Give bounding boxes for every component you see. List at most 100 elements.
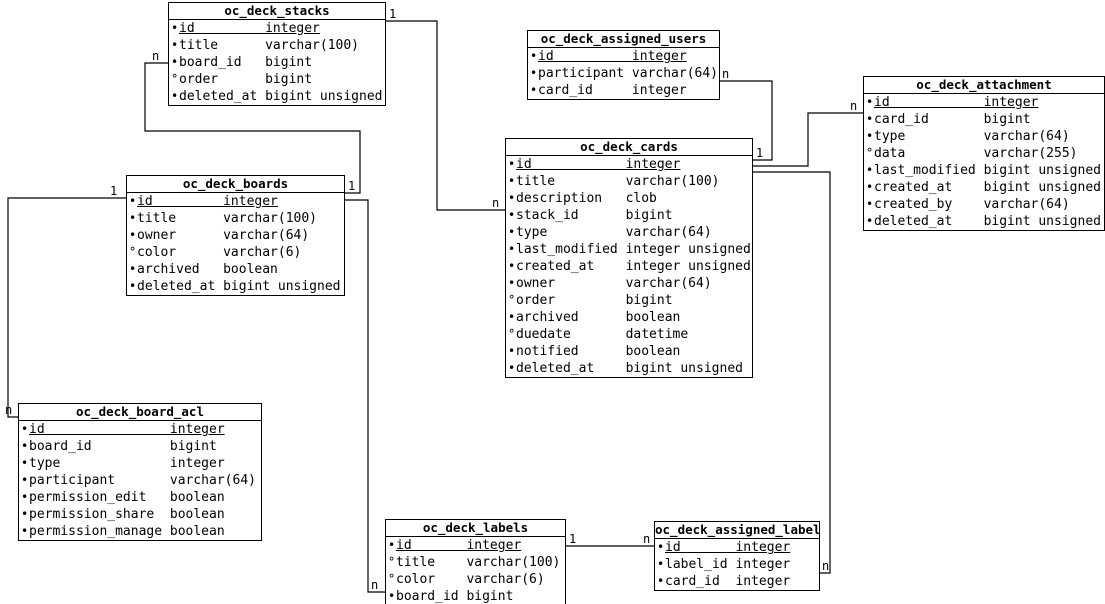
field-text: owner varchar(64) xyxy=(516,276,712,291)
field-row-order: °order bigint xyxy=(506,292,752,309)
field-row-duedate: °duedate datetime xyxy=(506,326,752,343)
field-row-participant: •participant varchar(64) xyxy=(19,472,261,489)
field-row-board_id: •board_id bigint xyxy=(19,438,261,455)
nullable-marker-icon: ° xyxy=(866,146,874,160)
field-text: title varchar(100) xyxy=(396,555,561,570)
table-oc_deck_cards: oc_deck_cards•id integer•title varchar(1… xyxy=(505,138,753,378)
notnull-marker-icon: • xyxy=(657,574,665,588)
field-text: owner varchar(64) xyxy=(137,228,310,243)
field-text: label_id integer xyxy=(665,557,791,572)
nullable-marker-icon: ° xyxy=(388,572,396,586)
notnull-marker-icon: • xyxy=(508,361,516,375)
field-text: card_id integer xyxy=(665,574,791,589)
relation-line-oc_deck_cards-to-oc_deck_attachment xyxy=(753,112,863,167)
cardinality-label: 1 xyxy=(348,179,355,193)
field-text: permission_share boolean xyxy=(29,507,225,522)
field-row-title: •title varchar(100) xyxy=(169,37,385,54)
field-text: id integer xyxy=(874,95,1039,110)
field-row-card_id: •card_id integer xyxy=(528,82,719,99)
field-text: created_at integer unsigned xyxy=(516,259,751,274)
cardinality-label: n xyxy=(152,49,159,63)
notnull-marker-icon: • xyxy=(129,211,137,225)
table-title: oc_deck_cards xyxy=(506,139,752,156)
notnull-marker-icon: • xyxy=(866,214,874,228)
field-row-board_id: •board_id bigint xyxy=(169,54,385,71)
field-row-id: •id integer xyxy=(127,193,344,210)
field-row-last_modified: •last_modified integer unsigned xyxy=(506,241,752,258)
notnull-marker-icon: • xyxy=(508,310,516,324)
field-row-owner: •owner varchar(64) xyxy=(127,227,344,244)
field-row-owner: •owner varchar(64) xyxy=(506,275,752,292)
field-text: participant varchar(64) xyxy=(29,473,256,488)
field-text: permission_manage boolean xyxy=(29,524,225,539)
notnull-marker-icon: • xyxy=(866,163,874,177)
field-text: color varchar(6) xyxy=(137,245,302,260)
notnull-marker-icon: • xyxy=(21,473,29,487)
table-oc_deck_labels: oc_deck_labels•id integer°title varchar(… xyxy=(385,519,566,604)
relation-line-oc_deck_boards-to-oc_deck_board_acl xyxy=(7,197,126,418)
field-row-created_by: •created_by varchar(64) xyxy=(864,196,1104,213)
field-row-id: •id integer xyxy=(169,20,385,37)
notnull-marker-icon: • xyxy=(508,276,516,290)
field-row-id: •id integer xyxy=(864,94,1104,111)
table-title: oc_deck_assigned_users xyxy=(528,31,719,48)
cardinality-label: n xyxy=(643,532,650,546)
table-oc_deck_assigned_labels: oc_deck_assigned_labels•id integer•label… xyxy=(654,521,820,591)
notnull-marker-icon: • xyxy=(866,112,874,126)
field-text: card_id bigint xyxy=(874,112,1031,127)
field-row-id: •id integer xyxy=(19,421,261,438)
notnull-marker-icon: • xyxy=(21,507,29,521)
cardinality-label: n xyxy=(822,559,829,573)
notnull-marker-icon: • xyxy=(530,66,538,80)
field-text: archived boolean xyxy=(516,310,681,325)
field-row-permission_manage: •permission_manage boolean xyxy=(19,523,261,540)
table-oc_deck_board_acl: oc_deck_board_acl•id integer•board_id bi… xyxy=(18,403,262,541)
nullable-marker-icon: ° xyxy=(508,327,516,341)
notnull-marker-icon: • xyxy=(21,490,29,504)
field-text: board_id bigint xyxy=(29,439,217,454)
notnull-marker-icon: • xyxy=(21,456,29,470)
field-row-id: •id integer xyxy=(655,539,819,556)
field-row-notified: •notified boolean xyxy=(506,343,752,360)
field-text: card_id integer xyxy=(538,83,687,98)
relation-line-oc_deck_boards-to-oc_deck_stacks xyxy=(144,62,361,194)
nullable-marker-icon: ° xyxy=(129,245,137,259)
field-text: archived boolean xyxy=(137,262,278,277)
notnull-marker-icon: • xyxy=(866,129,874,143)
field-text: id integer xyxy=(137,194,278,209)
field-row-label_id: •label_id integer xyxy=(655,556,819,573)
field-text: deleted_at bigint unsigned xyxy=(874,214,1101,229)
notnull-marker-icon: • xyxy=(866,197,874,211)
notnull-marker-icon: • xyxy=(866,95,874,109)
notnull-marker-icon: • xyxy=(530,83,538,97)
notnull-marker-icon: • xyxy=(171,38,179,52)
field-row-created_at: •created_at integer unsigned xyxy=(506,258,752,275)
notnull-marker-icon: • xyxy=(129,279,137,293)
field-text: board_id bigint xyxy=(179,55,313,70)
field-row-data: °data varchar(255) xyxy=(864,145,1104,162)
table-oc_deck_stacks: oc_deck_stacks•id integer•title varchar(… xyxy=(168,2,386,106)
cardinality-label: n xyxy=(5,403,12,417)
table-oc_deck_assigned_users: oc_deck_assigned_users•id integer•partic… xyxy=(527,30,720,100)
field-row-type: •type varchar(64) xyxy=(864,128,1104,145)
cardinality-label: n xyxy=(492,196,499,210)
field-row-deleted_at: •deleted_at bigint unsigned xyxy=(864,213,1104,230)
field-text: last_modified integer unsigned xyxy=(516,242,751,257)
relation-line-oc_deck_boards-to-oc_deck_labels xyxy=(345,199,385,593)
notnull-marker-icon: • xyxy=(508,259,516,273)
notnull-marker-icon: • xyxy=(129,228,137,242)
field-text: duedate datetime xyxy=(516,327,689,342)
field-text: notified boolean xyxy=(516,344,681,359)
nullable-marker-icon: ° xyxy=(388,555,396,569)
cardinality-label: n xyxy=(850,99,857,113)
field-row-description: •description clob xyxy=(506,190,752,207)
field-row-deleted_at: •deleted_at bigint unsigned xyxy=(169,88,385,105)
nullable-marker-icon: ° xyxy=(508,293,516,307)
notnull-marker-icon: • xyxy=(21,524,29,538)
field-text: participant varchar(64) xyxy=(538,66,719,81)
field-text: last_modified bigint unsigned xyxy=(874,163,1101,178)
notnull-marker-icon: • xyxy=(508,242,516,256)
field-row-id: •id integer xyxy=(386,537,565,554)
notnull-marker-icon: • xyxy=(388,589,396,603)
